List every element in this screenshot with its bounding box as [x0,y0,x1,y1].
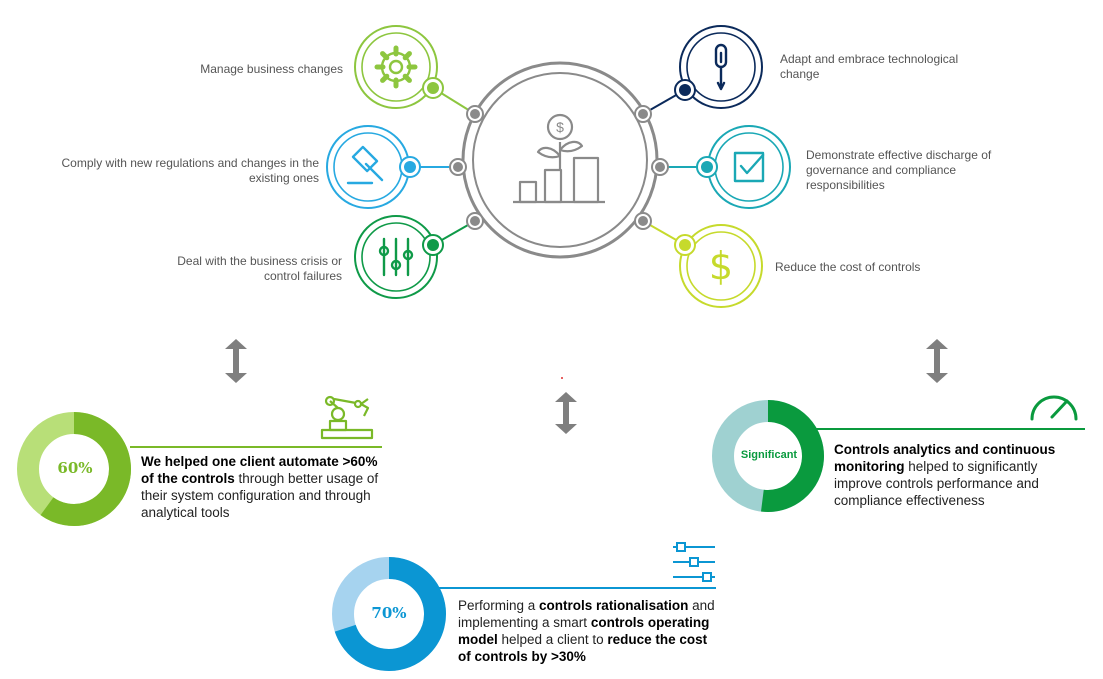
donut-group [17,400,824,671]
hub-inner-ring [472,72,648,248]
item-icon-group: $ [326,25,791,308]
automation-text-segment: through better usage of their system con… [141,471,379,520]
rationalisation-text-segment: helped a client to [497,632,608,647]
right-3-inner-ring [686,231,756,301]
rationalisation-text-segment: and implementing a smart [458,598,715,630]
left-1-inner-ring [361,32,431,102]
rationalisation-text-segment: Performing a [458,598,540,613]
automation-donut-value [40,412,131,526]
left-3-inner-ring [361,222,431,292]
speedometer-icon [1030,395,1078,421]
right-1-item [674,25,763,109]
growth-chart-icon [513,113,605,204]
rationalisation-description: Performing a controls rationalisation an… [458,597,718,665]
right-2-hub-node-core [655,162,665,172]
right-item-label-2: Demonstrate effective discharge of gover… [806,148,992,192]
settings-sliders-icon [673,542,715,582]
analytics-description: Controls analytics and continuous monito… [834,441,1074,509]
automation-donut [17,412,131,526]
right-1-outer-ring [679,25,763,109]
double-arrow-icon-middle [555,392,577,434]
rationalisation-donut-hole [355,580,423,648]
analytics-text-segment: helped to significantly improve controls… [834,459,1039,508]
right-3-outer-ring [679,224,763,308]
right-1-hub-node-core [638,109,648,119]
rationalisation-donut [332,557,446,671]
left-3-knob [427,239,439,251]
left-3-item [354,215,444,299]
sliders-icon [378,237,414,277]
double-arrow-icon-left [225,339,247,383]
analytics-value: Significant [740,449,798,461]
automation-donut-hole [40,435,108,503]
left-1-outer-ring [354,25,438,109]
checkbox-icon [733,151,765,183]
automation-text-segment: We helped one client automate >60% of th… [141,454,378,486]
connector-group [410,87,707,246]
left-item-label-3: Deal with the business crisis or control… [177,254,342,283]
left-item-label-2: Comply with new regulations and changes … [61,156,319,185]
rationalisation-text-segment: controls rationalisation [539,598,689,613]
right-2-item [696,125,791,209]
gavel-icon [346,145,384,185]
left-3-hub-node-core [470,216,480,226]
left-2-item [326,125,421,209]
right-item-label-1: Adapt and embrace technological change [780,52,959,81]
rationalisation-donut-value [334,557,446,671]
right-1-inner-ring [686,32,756,102]
left-item-label-1: Manage business changes [200,62,343,76]
right-2-inner-ring [714,132,784,202]
rationalisation-text-segment: controls operating model [458,615,710,647]
central-hub: $ [461,61,659,259]
gear-icon [374,45,418,89]
right-3-knob [679,239,691,251]
left-1-hub-node-core [470,109,480,119]
analytics-text-segment: Controls analytics and continuous monito… [834,442,1056,474]
right-2-knob [701,161,713,173]
analytics-donut-value [761,400,824,512]
rationalisation-text-segment: reduce the cost of controls by >30% [458,632,708,664]
analytics-donut [712,400,824,512]
left-2-hub-node-core [453,162,463,172]
left-1-item [354,25,444,109]
right-3-item: $ [674,224,763,308]
double-arrow-group [225,339,948,434]
dollar-glyph: $ [709,244,733,288]
dollar-icon: $ [709,244,733,288]
right-item-label-3: Reduce the cost of controls [775,260,921,274]
rationalisation-value: 70% [371,604,407,622]
right-3-hub-node-core [638,216,648,226]
left-3-outer-ring [354,215,438,299]
left-1-knob [427,82,439,94]
growth-dollar-glyph: $ [556,119,564,135]
right-1-knob [679,84,691,96]
robot-arm-icon [320,395,374,440]
right-2-outer-ring [707,125,791,209]
screwdriver-icon [714,43,728,91]
automation-value: 60% [57,459,93,477]
analytics-donut-hole [735,423,801,489]
left-2-knob [404,161,416,173]
stray-dot [561,377,563,379]
double-arrow-icon-right [926,339,948,383]
automation-description: We helped one client automate >60% of th… [141,453,381,521]
